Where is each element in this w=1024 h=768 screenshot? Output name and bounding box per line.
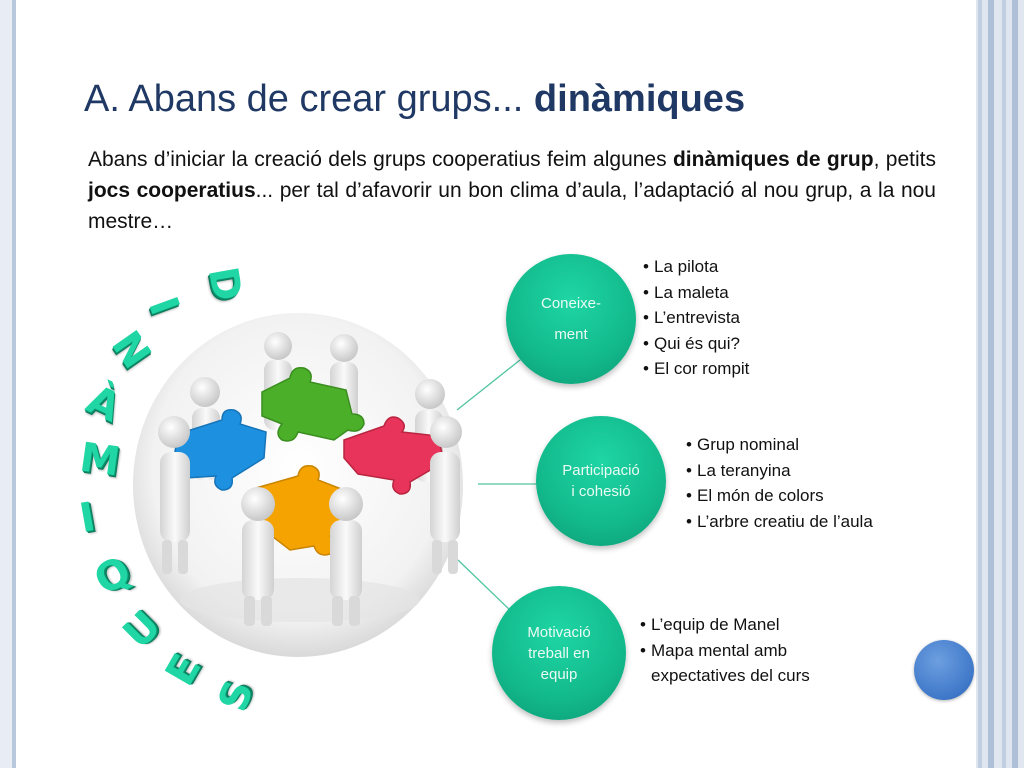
border-stripe [978,0,982,768]
label-line: equip [540,665,578,683]
title-bold: dinàmiques [533,78,746,120]
teamwork-puzzle-illustration [133,313,463,657]
red-puzzle-piece [343,416,445,495]
intro-text: Abans d’iniciar la creació dels grups co… [88,148,673,171]
list-item: L’entrevista [643,305,749,331]
intro-text: ... per tal d’afavorir un bon clima d’au… [88,179,936,233]
figure [329,487,363,626]
list-item: El món de colors [686,483,873,509]
page-title: A. Abans de crear grups... dinàmiques [84,78,745,121]
label-line: Motivació [527,623,591,641]
illustration-shadow [180,578,420,622]
figure [430,416,462,574]
list-item: Grup nominal [686,432,873,458]
list-item: Mapa mental amb expectatives del curs [640,638,840,689]
category-circle-participacio: Participació i cohesió [536,416,666,546]
category-label: Participació i cohesió [553,460,649,502]
label-line: treball en [528,644,590,662]
motivacio-list: L’equip de Manel Mapa mental amb expecta… [640,612,840,689]
list-item: La teranyina [686,458,873,484]
category-circle-coneixement: Coneixe- ment [506,254,636,384]
connector-line [457,559,513,613]
category-circle-motivacio: Motivació treball en equip [492,586,626,720]
participacio-list: Grup nominal La teranyina El món de colo… [686,432,873,534]
list-item: Qui és qui? [643,331,749,357]
blue-circle-icon [914,640,974,700]
list-item: L’arbre creatiu de l’aula [686,509,873,535]
figure [158,416,190,574]
list-item: La pilota [643,254,749,280]
intro-bold: dinàmiques de grup [672,148,874,171]
label-line: Participació [562,462,640,479]
list-item: La maleta [643,280,749,306]
border-stripe [1012,0,1018,768]
intro-text: , petits [873,148,936,171]
list-item: L’equip de Manel [640,612,840,638]
blue-puzzle-piece [173,408,267,491]
intro-paragraph: Abans d’iniciar la creació dels grups co… [88,144,936,237]
list-item: El cor rompit [643,356,749,382]
intro-bold: jocs cooperatius [88,179,256,202]
green-puzzle-piece [261,366,365,442]
connector-line [456,359,521,411]
label-line: ment [554,326,588,343]
border-stripe [1002,0,1006,768]
slide-left-border-line [12,0,16,768]
deco-letter: M [76,434,123,486]
category-label: Coneixe- ment [531,293,611,345]
slide-right-border [976,0,1024,768]
label-line: i cohesió [571,483,631,500]
coneixement-list: La pilota La maleta L’entrevista Qui és … [643,254,749,382]
title-prefix: A. Abans de crear grups... [84,78,534,120]
border-stripe [988,0,994,768]
connector-lines [456,359,538,613]
deco-letter: D [199,263,251,305]
slide-left-border [0,0,14,768]
figure [241,487,275,626]
label-line: Coneixe- [540,295,602,312]
category-label: Motivació treball en equip [511,622,607,685]
